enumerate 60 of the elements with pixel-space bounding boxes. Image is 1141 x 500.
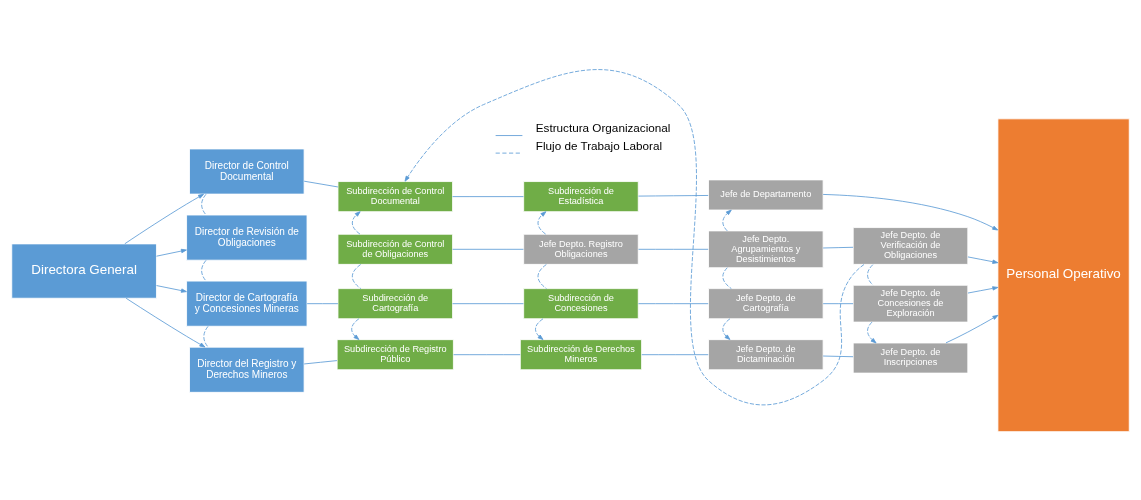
connector — [303, 180, 339, 187]
connector — [822, 246, 854, 248]
node-box: Director de Cartografía y Concesiones Mineras — [186, 280, 308, 327]
node-box: Jefe Depto. de Verificación de Obligaciones — [852, 226, 969, 265]
node-box: Jefe Depto. de Cartografía — [708, 287, 824, 319]
arrow — [404, 68, 865, 405]
node-box: Jefe Depto. de Inscripciones — [852, 342, 969, 374]
connector — [201, 193, 207, 215]
arrow — [537, 210, 547, 234]
arrow — [822, 193, 999, 230]
connector — [638, 302, 709, 304]
connector — [452, 248, 524, 250]
connector — [306, 302, 339, 304]
arrow — [351, 317, 360, 340]
node-box: Jefe Depto. Registro Obligaciones — [523, 233, 639, 265]
connector — [537, 263, 547, 289]
node-box: Jefe Depto. de Concesiones de Exploración — [852, 284, 969, 322]
connector — [203, 325, 209, 347]
node-box: Director del Registro y Derechos Mineros — [189, 346, 305, 393]
arrow — [945, 314, 999, 343]
connector — [722, 266, 732, 289]
arrow — [351, 210, 361, 234]
connector — [638, 248, 709, 250]
connector — [452, 195, 524, 197]
node-box: Subdirección de Registro Público — [336, 338, 454, 370]
node-box: Subdirección de Cartografía — [337, 287, 453, 319]
arrow — [125, 297, 206, 347]
node-box: Personal Operativo — [997, 117, 1130, 432]
connector — [452, 302, 524, 304]
connector — [351, 263, 362, 289]
node-box: Subdirección de Control de Obligaciones — [337, 233, 453, 265]
node-box: Directora General — [11, 242, 157, 299]
connector — [201, 259, 207, 281]
arrow — [967, 256, 999, 264]
node-box: Subdirección de Derechos Mineros — [519, 338, 642, 370]
arrow — [967, 285, 999, 293]
arrow — [722, 317, 731, 340]
node-box: Jefe de Departamento — [708, 178, 824, 210]
connector — [822, 302, 854, 304]
node-box: Jefe Depto. de Dictaminación — [708, 338, 824, 370]
connector — [638, 194, 709, 196]
legend-label: Estructura Organizacional — [535, 120, 671, 134]
arrow — [722, 209, 732, 231]
connector — [641, 353, 709, 355]
node-box: Director de Control Documental — [189, 148, 305, 195]
arrow — [867, 321, 877, 343]
connector — [822, 355, 854, 357]
connector — [453, 353, 521, 355]
node-box: Subdirección de Control Documental — [337, 180, 453, 212]
arrow — [156, 284, 187, 293]
connector — [867, 263, 874, 286]
node-box: Subdirección de Estadística — [523, 180, 639, 212]
legend-label: Flujo de Trabajo Laboral — [535, 138, 663, 152]
arrow — [535, 317, 544, 340]
connector — [303, 359, 338, 364]
node-box: Director de Revisión de Obligaciones — [186, 214, 308, 261]
node-box: Subdirección de Concesiones — [523, 287, 639, 319]
node-box: Jefe Depto. Agrupamientos y Desistimientos — [708, 230, 824, 268]
arrow — [124, 193, 204, 244]
arrow — [156, 248, 187, 257]
